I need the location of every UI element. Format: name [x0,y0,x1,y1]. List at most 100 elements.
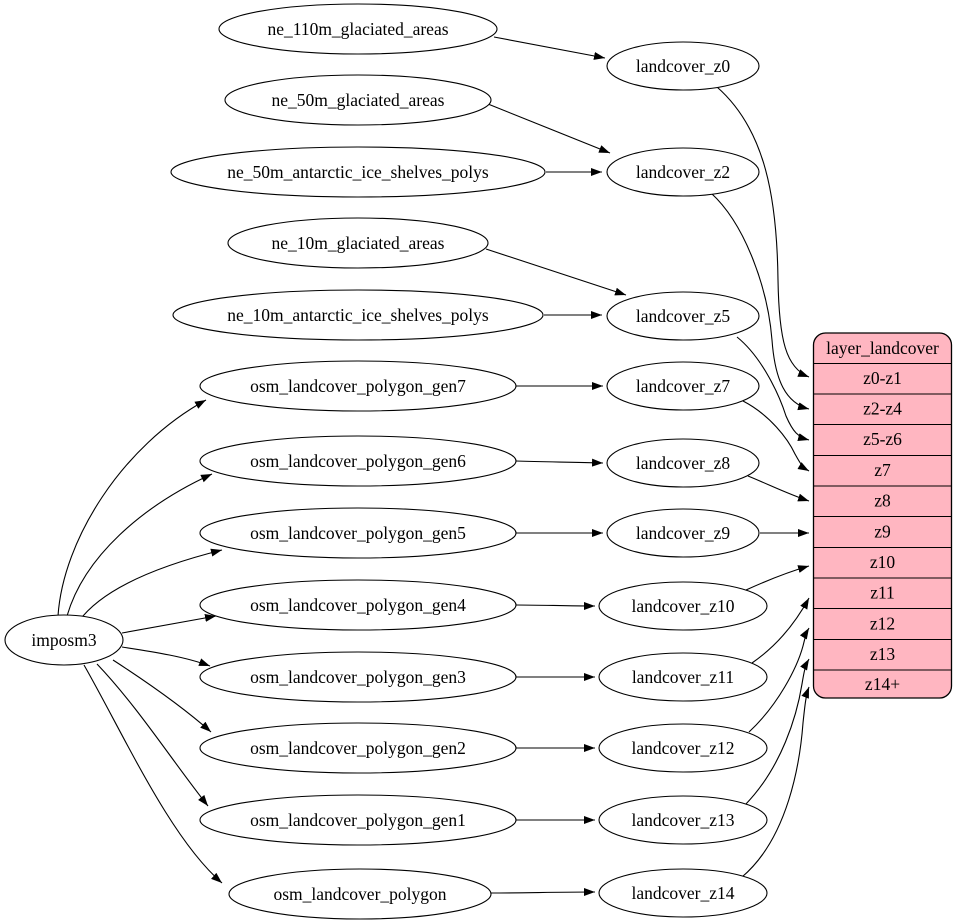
record-row-z9: z9 [874,522,891,542]
node-label: osm_landcover_polygon_gen4 [250,595,466,615]
record-title: layer_landcover [826,338,939,358]
edge-z2-to-row-z2-z4 [710,192,810,411]
node-label: ne_50m_glaciated_areas [272,90,445,110]
node-label: landcover_z5 [636,306,731,326]
node-label: landcover_z0 [636,56,731,76]
edge-z5-to-row-z5-z6 [736,336,810,441]
node-landcover-z11: landcover_z11 [598,652,768,702]
edge-imposm3-to-gen1 [96,663,209,807]
edge-imposm3-to-gen3 [121,646,211,667]
edge-ne50m-to-z2 [487,103,611,154]
edge-imposm3-to-gen5 [78,548,223,622]
node-ellipse [606,147,760,197]
edge-z8-to-row-z8 [747,475,810,502]
node-landcover-z13: landcover_z13 [598,795,768,845]
edge-imposm3-to-gen6 [66,473,213,617]
node-ellipse [598,652,768,702]
edge-ne110m-to-z0 [493,36,606,60]
edge-z10-to-row-z10 [745,565,810,591]
node-ellipse [606,508,760,558]
node-label: landcover_z8 [636,453,731,473]
node-ellipse [606,41,760,91]
node-ne-50m-glaciated-areas: ne_50m_glaciated_areas [224,74,492,126]
node-ellipse [598,795,768,845]
node-label: osm_landcover_polygon_gen6 [250,451,466,471]
node-osm-landcover-polygon-gen5: osm_landcover_polygon_gen5 [199,507,517,559]
record-row-z0-z1: z0-z1 [863,368,902,388]
edge-z11-to-row-z11 [751,597,810,664]
node-landcover-z5: landcover_z5 [606,291,760,341]
node-landcover-z0: landcover_z0 [606,41,760,91]
node-ellipse [224,74,492,126]
node-label: landcover_z12 [631,738,734,758]
node-label: imposm3 [31,630,96,650]
edge-imposm3-to-polygon [83,664,223,884]
node-ellipse [228,868,492,920]
node-label: landcover_z9 [636,523,731,543]
node-label: ne_10m_glaciated_areas [272,233,445,253]
node-label: landcover_z14 [631,883,734,903]
node-landcover-z8: landcover_z8 [606,438,760,488]
node-label: landcover_z2 [636,162,730,182]
node-ne-10m-antarctic-ice-shelves-polys: ne_10m_antarctic_ice_shelves_polys [172,289,544,341]
node-label: osm_landcover_polygon [273,884,446,904]
node-ellipse [199,722,517,774]
node-ne-110m-glaciated-areas: ne_110m_glaciated_areas [218,3,498,55]
node-label: landcover_z7 [636,376,731,396]
node-ellipse [199,507,517,559]
node-landcover-z7: landcover_z7 [606,361,760,411]
edge-z12-to-row-z12 [748,627,810,733]
node-landcover-z10: landcover_z10 [598,581,768,631]
node-ellipse [172,289,544,341]
node-label: osm_landcover_polygon_gen5 [250,523,466,543]
node-osm-landcover-polygon-gen4: osm_landcover_polygon_gen4 [199,579,517,631]
node-osm-landcover-polygon-gen1: osm_landcover_polygon_gen1 [199,794,517,846]
node-layer-landcover: layer_landcover z0-z1 z2-z4 z5-z6 z7 z8 … [812,332,953,699]
node-label: osm_landcover_polygon_gen2 [250,738,466,758]
node-label: landcover_z11 [632,667,734,687]
record-row-z5-z6: z5-z6 [863,429,902,449]
node-ne-10m-glaciated-areas: ne_10m_glaciated_areas [227,217,489,269]
edges [57,36,810,897]
node-label: ne_110m_glaciated_areas [267,19,448,39]
edge-imposm3-to-gen2 [112,659,212,733]
record-row-z11: z11 [870,583,895,603]
node-ellipse [199,579,517,631]
record-row-z14plus: z14+ [865,674,900,694]
node-osm-landcover-polygon-gen6: osm_landcover_polygon_gen6 [199,435,517,487]
node-label: osm_landcover_polygon_gen1 [250,810,466,830]
node-ellipse [606,361,760,411]
record-row-z7: z7 [874,460,891,480]
node-label: ne_50m_antarctic_ice_shelves_polys [227,162,489,182]
node-label: osm_landcover_polygon_gen7 [250,376,466,396]
record-row-z2-z4: z2-z4 [863,399,902,419]
node-ellipse [227,217,489,269]
node-ellipse [606,438,760,488]
node-label: landcover_z13 [631,810,734,830]
node-ellipse [598,868,768,918]
node-ellipse [170,146,546,198]
node-osm-landcover-polygon-gen2: osm_landcover_polygon_gen2 [199,722,517,774]
edge-gen6-to-z8 [515,458,604,467]
node-ellipse [4,614,124,666]
edge-imposm3-to-gen7 [57,399,207,617]
edge-z14-to-row-z14plus [741,686,810,878]
record-row-z13: z13 [870,644,896,664]
record-row-z12: z12 [870,614,895,634]
edge-gen4-to-z10 [515,601,596,610]
node-osm-landcover-polygon-gen3: osm_landcover_polygon_gen3 [199,651,517,703]
node-label: landcover_z10 [631,596,734,616]
node-ne-50m-antarctic-ice-shelves-polys: ne_50m_antarctic_ice_shelves_polys [170,146,546,198]
node-label: ne_10m_antarctic_ice_shelves_polys [227,305,489,325]
node-ellipse [199,651,517,703]
node-osm-landcover-polygon-gen7: osm_landcover_polygon_gen7 [199,360,517,412]
node-landcover-z9: landcover_z9 [606,508,760,558]
node-ellipse [199,794,517,846]
edge-z7-to-row-z7 [742,400,810,472]
edge-z13-to-row-z13 [744,658,810,806]
node-label: osm_landcover_polygon_gen3 [250,667,466,687]
edge-z0-to-row-z0-z1 [716,86,810,378]
node-ellipse [598,723,768,773]
